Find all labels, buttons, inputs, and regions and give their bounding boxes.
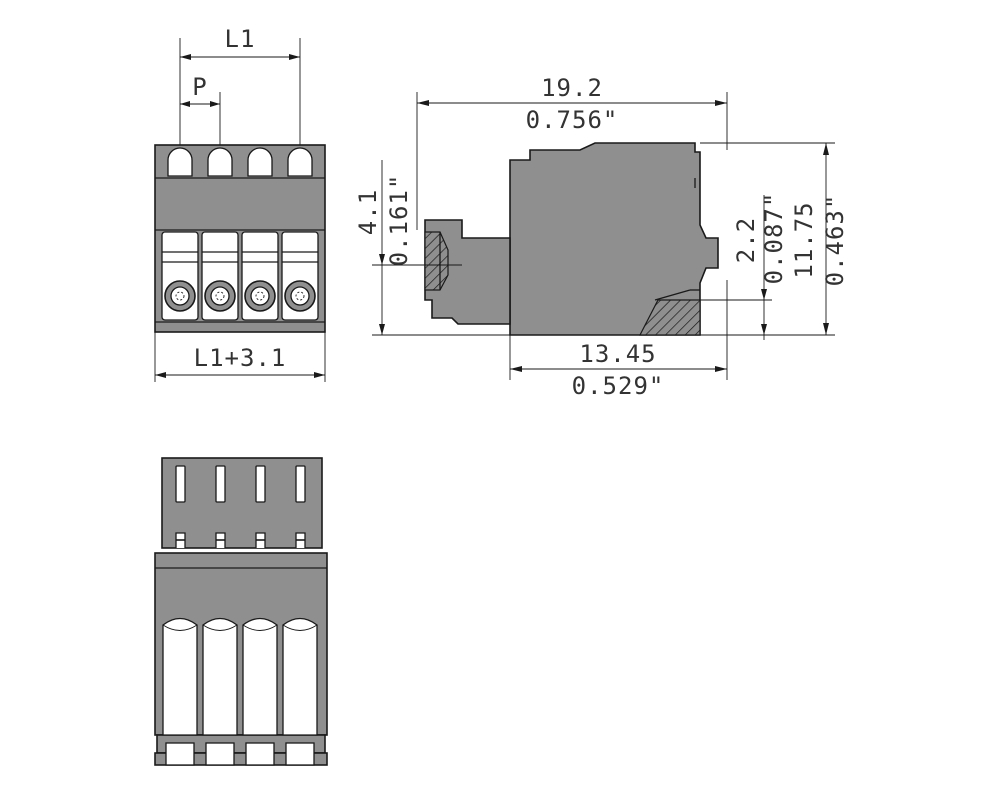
top-pole: [202, 465, 238, 766]
dimension-offset: 2.2 0.087": [700, 192, 835, 340]
dimension-depth: 13.45 0.529": [509, 280, 728, 400]
front-pole: [281, 147, 319, 321]
dim-overall-width-label: L1+3.1: [194, 344, 287, 372]
dimension-overall-width: L1+3.1: [154, 332, 326, 382]
front-pole: [241, 147, 279, 321]
dim-length-mm: 19.2: [541, 74, 603, 102]
front-pole: [161, 147, 199, 321]
dimension-length: 19.2 0.756": [416, 74, 728, 230]
top-pole: [282, 465, 318, 766]
top-view: [154, 457, 328, 766]
top-pole: [242, 465, 278, 766]
side-housing: [509, 142, 719, 336]
dim-depth-in: 0.529": [572, 372, 665, 400]
dim-offset-mm: 2.2: [732, 217, 760, 263]
side-view: 19.2 0.756" 4.1 0.161": [354, 74, 849, 400]
top-pole: [162, 465, 198, 766]
top-poles: [162, 465, 318, 766]
front-poles: [161, 147, 319, 321]
dim-length-in: 0.756": [526, 106, 619, 134]
dimension-pin-height: 4.1 0.161": [354, 160, 510, 336]
dim-depth-mm: 13.45: [579, 340, 656, 368]
dimension-height: 11.75 0.463": [700, 142, 849, 335]
front-view: L1 P: [154, 25, 326, 382]
dimension-L1: L1: [179, 25, 301, 170]
dim-pin-height-mm: 4.1: [354, 189, 382, 235]
dim-offset-in: 0.087": [760, 192, 788, 285]
dim-L1-label: L1: [225, 25, 256, 53]
dim-height-mm: 11.75: [790, 201, 818, 278]
dim-height-in: 0.463": [821, 194, 849, 287]
front-pole: [201, 147, 239, 321]
top-pin-header: [161, 457, 323, 549]
dim-pin-height-in: 0.161": [385, 174, 413, 267]
dim-P-label: P: [192, 73, 207, 101]
top-foot: [154, 752, 328, 766]
